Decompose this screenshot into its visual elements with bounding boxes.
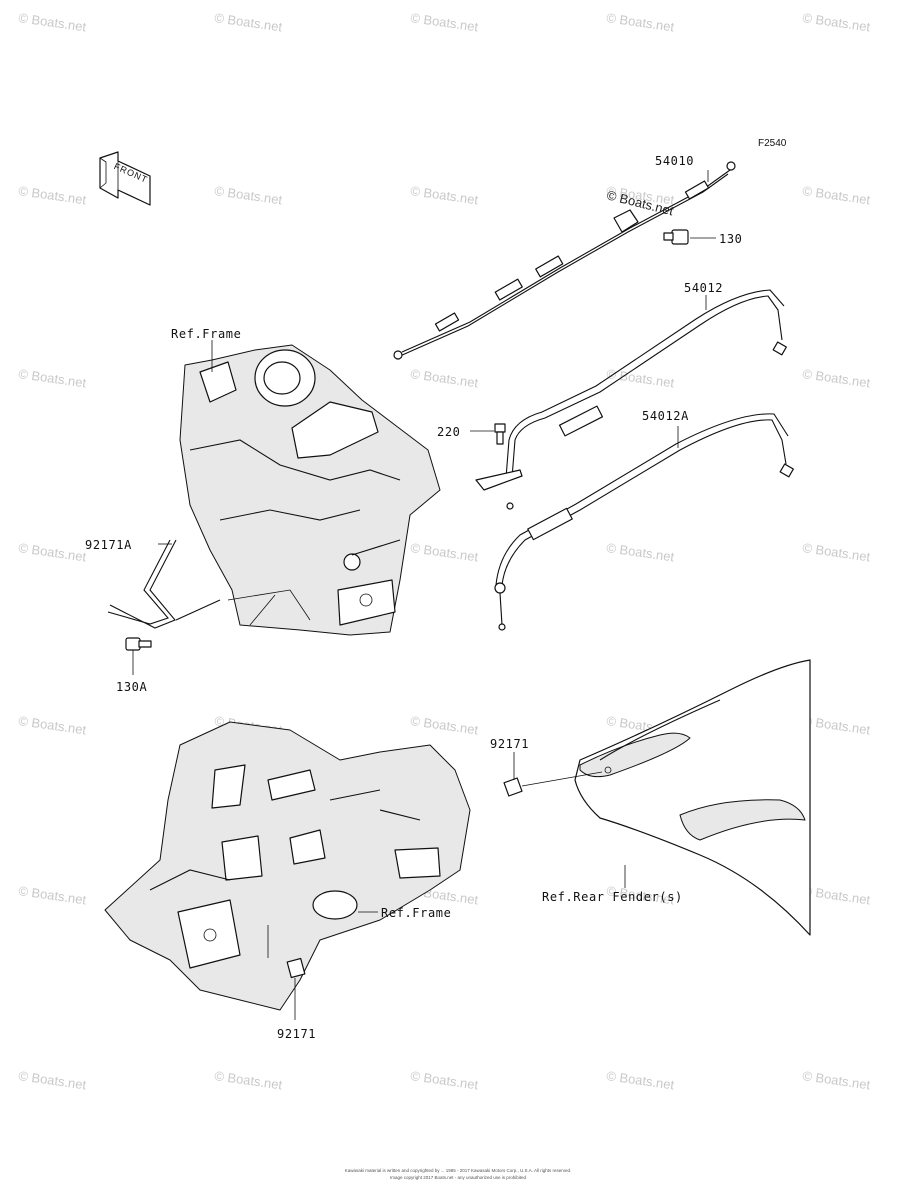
watermark-text: © Boats.net: [802, 883, 872, 907]
watermark-text: © Boats.net: [606, 366, 676, 390]
watermark-text: © Boats.net: [18, 883, 88, 907]
label-ref-frame-top: Ref.Frame: [171, 327, 241, 341]
label-92171a: 92171A: [85, 538, 132, 552]
bolt-130a: [125, 637, 152, 651]
watermark-text: © Boats.net: [410, 366, 480, 390]
label-130: 130: [719, 232, 742, 246]
watermark-text: © Boats.net: [606, 1068, 676, 1092]
frame-upper: [179, 344, 441, 636]
watermark-text: © Boats.net: [802, 713, 872, 737]
cable-54010: [393, 161, 736, 360]
figure-code: F2540: [758, 138, 787, 149]
watermark-text: © Boats.net: [18, 366, 88, 390]
watermark-text: © Boats.net: [410, 540, 480, 564]
watermark-text: © Boats.net: [802, 366, 872, 390]
watermark-text: © Boats.net: [214, 10, 284, 34]
watermark-text: © Boats.net: [802, 183, 872, 207]
watermark-text: © Boats.net: [410, 183, 480, 207]
watermark-text: © Boats.net: [18, 183, 88, 207]
cable-54012a: [494, 413, 794, 631]
rear-fender: [574, 659, 811, 936]
label-130a: 130A: [116, 680, 147, 694]
label-ref-rear-fender: Ref.Rear Fender(s): [542, 890, 683, 904]
watermark-text: © Boats.net: [802, 540, 872, 564]
label-54012a: 54012A: [642, 409, 689, 423]
bolt-130: [663, 229, 689, 245]
watermark-text: © Boats.net: [802, 10, 872, 34]
label-92171-right: 92171: [490, 737, 529, 751]
clamp-92171a: [107, 539, 221, 629]
copyright-line-2: Image copyright 2017 Boats.net - any una…: [390, 1175, 527, 1180]
watermark-text: © Boats.net: [214, 1068, 284, 1092]
watermark-text: © Boats.net: [18, 713, 88, 737]
watermark-text: © Boats.net: [410, 10, 480, 34]
copyright-line-1: Kawasaki material is written and copyrig…: [345, 1168, 572, 1173]
watermark-text: © Boats.net: [410, 713, 480, 737]
label-54010: 54010: [655, 154, 694, 168]
label-54012: 54012: [684, 281, 723, 295]
bolt-220: [494, 423, 506, 445]
watermark-text: © Boats.net: [410, 1068, 480, 1092]
watermark-text: © Boats.net: [802, 1068, 872, 1092]
cable-54012: [475, 289, 787, 510]
label-ref-frame-bottom: Ref.Frame: [381, 906, 451, 920]
watermark-text: © Boats.net: [18, 1068, 88, 1092]
clip-92171-right: [503, 771, 603, 797]
label-92171-bottom: 92171: [277, 1027, 316, 1041]
watermark-text: © Boats.net: [606, 540, 676, 564]
watermark-text: © Boats.net: [18, 10, 88, 34]
watermark-text: © Boats.net: [214, 183, 284, 207]
watermark-text: © Boats.net: [18, 540, 88, 564]
front-arrow-icon: FRONT: [99, 151, 151, 206]
clip-92171-bottom: [267, 925, 306, 979]
frame-lower: [104, 721, 471, 1011]
watermark-text: © Boats.net: [606, 10, 676, 34]
label-220: 220: [437, 425, 460, 439]
